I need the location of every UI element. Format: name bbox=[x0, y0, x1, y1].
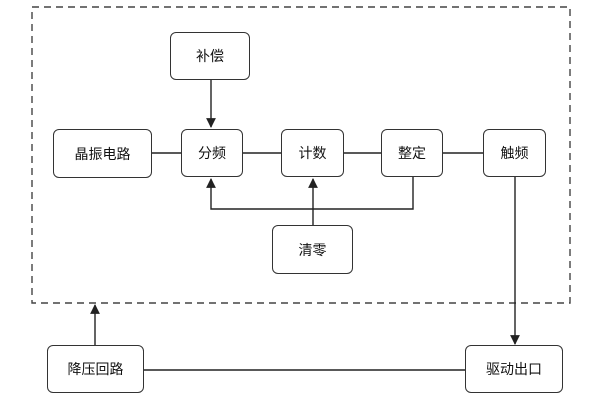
node-label: 整定 bbox=[398, 146, 426, 162]
node-label: 清零 bbox=[298, 242, 327, 259]
node-label: 计数 bbox=[298, 146, 327, 162]
node-qudong-output: 驱动出口 bbox=[465, 345, 563, 393]
node-label: 补偿 bbox=[196, 49, 224, 65]
node-label: 分频 bbox=[198, 146, 226, 162]
node-label: 驱动出口 bbox=[486, 362, 542, 378]
connections bbox=[90, 80, 520, 371]
node-jiangya-circuit: 降压回路 bbox=[47, 345, 144, 393]
node-zhengding: 整定 bbox=[381, 129, 443, 177]
node-jishu: 计数 bbox=[281, 129, 344, 177]
node-fenpin: 分频 bbox=[181, 129, 243, 177]
node-buchang: 补偿 bbox=[170, 32, 250, 80]
node-jingzhen-circuit: 晶振电路 bbox=[53, 129, 152, 178]
node-label: 晶振电路 bbox=[74, 146, 131, 163]
node-label: 触频 bbox=[500, 146, 529, 162]
node-chupin: 触频 bbox=[483, 129, 546, 177]
system-boundary bbox=[31, 6, 571, 304]
edge-zhengding-feedback-fenpin bbox=[206, 177, 414, 210]
node-label: 降压回路 bbox=[67, 362, 124, 378]
node-qingling: 清零 bbox=[272, 225, 353, 274]
